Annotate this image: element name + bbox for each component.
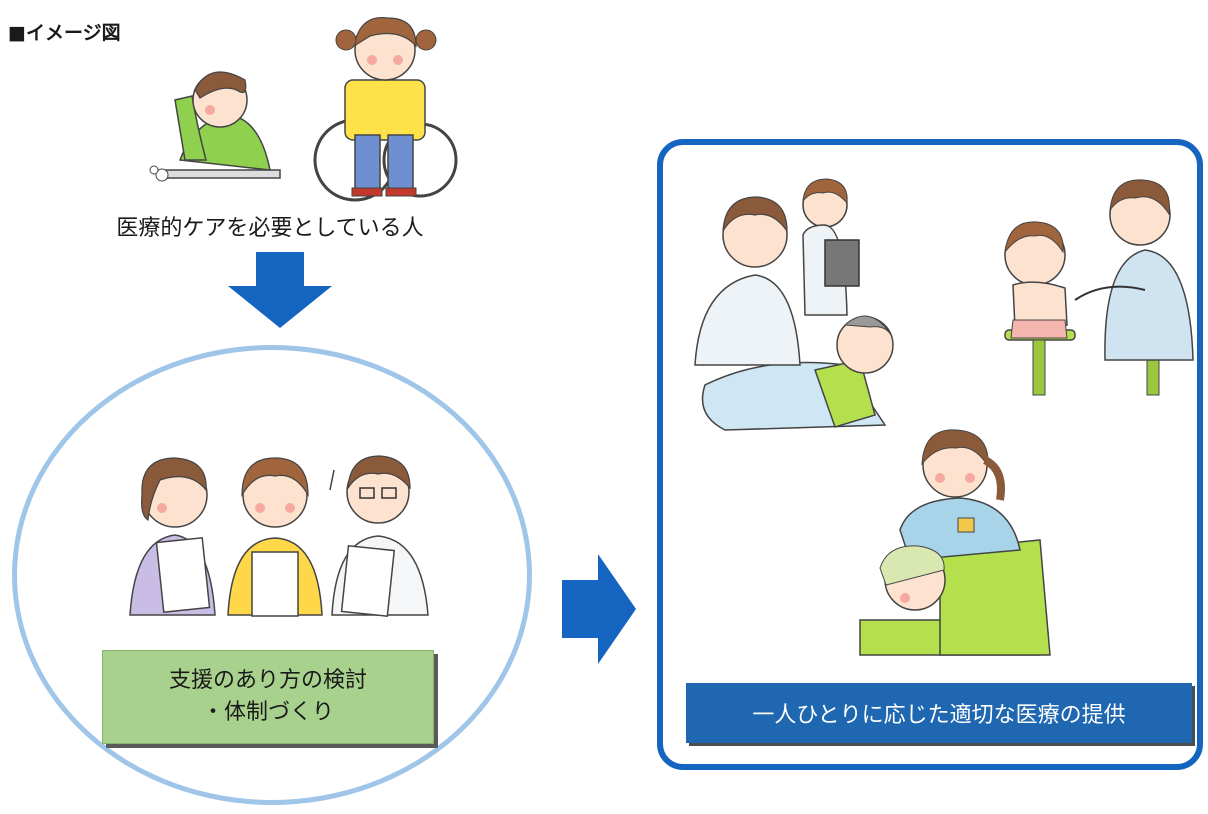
tired-man-figure — [149, 71, 281, 182]
planning-label: 支援のあり方の検討 ・体制づくり — [102, 650, 434, 744]
planning-label-line1: 支援のあり方の検討 — [168, 668, 367, 694]
pediatric-exam-illustration — [1004, 179, 1194, 396]
arrow-right-icon — [562, 554, 636, 664]
planning-ellipse — [12, 345, 532, 805]
patients-illustration — [149, 16, 458, 202]
planning-label-line2: ・体制づくり — [201, 700, 334, 725]
care-provision-label: 一人ひとりに応じた適切な医療の提供 — [686, 683, 1192, 743]
doctor-bedside-illustration — [694, 178, 894, 431]
girl-wheelchair-figure — [313, 16, 458, 202]
page-title: ■イメージ図 — [8, 22, 121, 44]
care-provision-panel — [657, 139, 1203, 770]
nurse-care-illustration — [859, 429, 1051, 656]
arrow-down-icon — [228, 252, 332, 328]
care-recipients-caption: 医療的ケアを必要としている人 — [116, 216, 424, 241]
team-discussion-illustration — [129, 455, 429, 618]
